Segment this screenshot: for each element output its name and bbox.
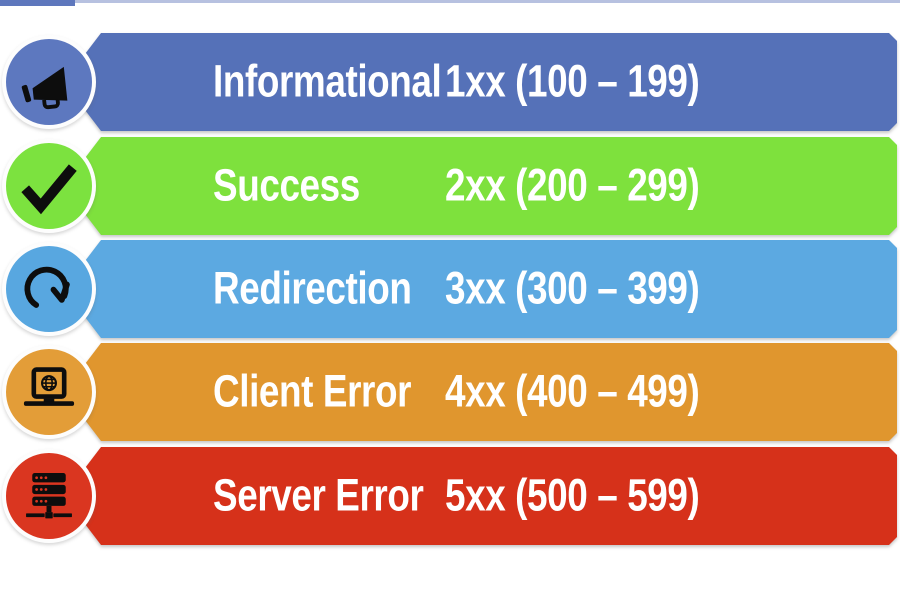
server-icon xyxy=(26,473,72,519)
status-code-range: 2xx (200 – 299) xyxy=(445,159,700,211)
category-bar: Server Error 5xx (500 – 599) xyxy=(85,447,897,545)
checkmark-icon xyxy=(21,164,77,215)
category-bar: Success 2xx (200 – 299) xyxy=(85,137,897,235)
megaphone-icon xyxy=(21,66,68,110)
top-edge-line xyxy=(0,0,900,3)
category-bar: Informational 1xx (100 – 199) xyxy=(85,33,897,131)
top-left-artifact xyxy=(0,0,75,6)
category-icon-badge xyxy=(2,345,96,439)
category-label: Server Error xyxy=(213,469,424,521)
laptop-globe-icon xyxy=(23,367,75,406)
category-icon-badge xyxy=(2,449,96,543)
status-code-range: 4xx (400 – 499) xyxy=(445,365,700,417)
status-code-range: 1xx (100 – 199) xyxy=(445,55,700,107)
status-code-range: 3xx (300 – 399) xyxy=(445,262,700,314)
category-label: Success xyxy=(213,159,360,211)
status-row-server-error: Server Error 5xx (500 – 599) xyxy=(0,447,900,545)
category-icon-badge xyxy=(2,35,96,129)
category-label: Informational xyxy=(213,55,442,107)
status-code-range: 5xx (500 – 599) xyxy=(445,469,700,521)
category-label: Redirection xyxy=(213,262,412,314)
status-row-informational: Informational 1xx (100 – 199) xyxy=(0,33,900,131)
category-icon-badge xyxy=(2,242,96,336)
category-label: Client Error xyxy=(213,365,412,417)
category-icon-badge xyxy=(2,139,96,233)
status-row-success: Success 2xx (200 – 299) xyxy=(0,137,900,235)
category-bar: Client Error 4xx (400 – 499) xyxy=(85,343,897,441)
status-row-redirection: Redirection 3xx (300 – 399) xyxy=(0,240,900,338)
status-row-client-error: Client Error 4xx (400 – 499) xyxy=(0,343,900,441)
redo-arrow-icon xyxy=(24,266,70,308)
category-bar: Redirection 3xx (300 – 399) xyxy=(85,240,897,338)
